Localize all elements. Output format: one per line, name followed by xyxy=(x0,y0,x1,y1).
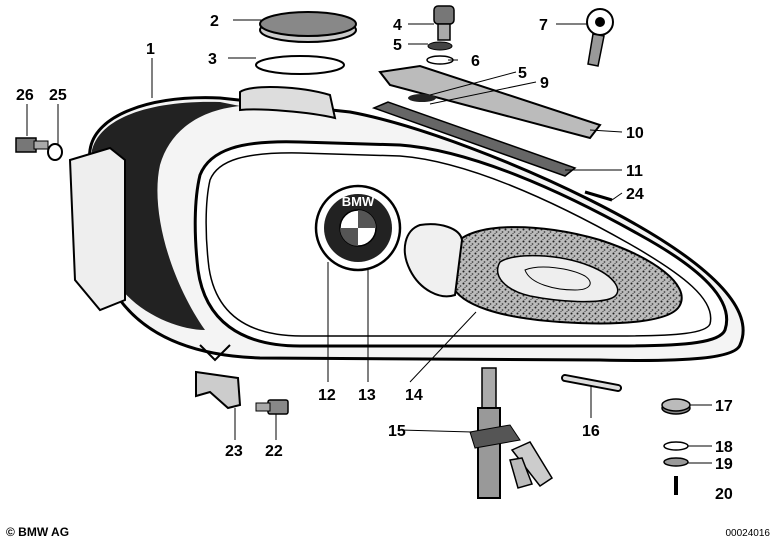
diagram-code: 00024016 xyxy=(725,528,771,539)
vent-screw xyxy=(433,5,455,41)
callout-23: 23 xyxy=(225,443,243,460)
callout-22: 22 xyxy=(265,443,283,460)
callout-16: 16 xyxy=(582,423,600,440)
badge-text: BMW xyxy=(342,194,375,209)
callout-9: 9 xyxy=(540,75,549,92)
washer-19 xyxy=(663,457,689,467)
screw xyxy=(15,137,49,153)
banjo-fitting xyxy=(586,8,614,67)
tank-filler-neck xyxy=(239,86,337,120)
cover-plate xyxy=(378,64,602,140)
callout-26: 26 xyxy=(16,87,34,104)
washer-small xyxy=(47,143,63,161)
knee-pad xyxy=(448,226,683,325)
callout-6: 6 xyxy=(471,53,480,70)
fuel-cap xyxy=(259,11,357,43)
callout-10: 10 xyxy=(626,125,644,142)
hex-screw xyxy=(255,399,289,415)
tank-panel-inner xyxy=(205,152,712,337)
callout-7: 7 xyxy=(539,17,548,34)
callout-18: 18 xyxy=(715,439,733,456)
knee-pad-recess xyxy=(403,223,464,298)
tank-mount-bracket xyxy=(68,146,126,312)
holder xyxy=(195,370,242,410)
rubber-mat xyxy=(371,101,577,177)
callout-24: 24 xyxy=(626,186,644,203)
callout-19: 19 xyxy=(715,456,733,473)
callout-5b: 5 xyxy=(518,65,527,82)
callout-15: 15 xyxy=(388,423,406,440)
callout-25: 25 xyxy=(49,87,67,104)
cap-gasket xyxy=(255,55,345,75)
tank-rear-shade xyxy=(91,101,240,330)
callout-20: 20 xyxy=(715,486,733,503)
callout-13: 13 xyxy=(358,387,376,404)
nut xyxy=(661,398,691,415)
fuel-tap xyxy=(469,367,554,499)
pin xyxy=(584,190,613,202)
callout-17: 17 xyxy=(715,398,733,415)
washer-18 xyxy=(663,441,689,451)
callout-3: 3 xyxy=(208,51,217,68)
callout-12: 12 xyxy=(318,387,336,404)
callout-11: 11 xyxy=(626,163,643,180)
callout-5a: 5 xyxy=(393,37,402,54)
bmw-badge: BMW xyxy=(314,184,402,272)
callout-2: 2 xyxy=(210,13,219,30)
seal-ring xyxy=(427,41,453,51)
callout-14: 14 xyxy=(405,387,423,404)
copyright-label: © BMW AG xyxy=(6,525,70,539)
callout-4: 4 xyxy=(393,17,402,34)
callout-1: 1 xyxy=(146,41,155,58)
